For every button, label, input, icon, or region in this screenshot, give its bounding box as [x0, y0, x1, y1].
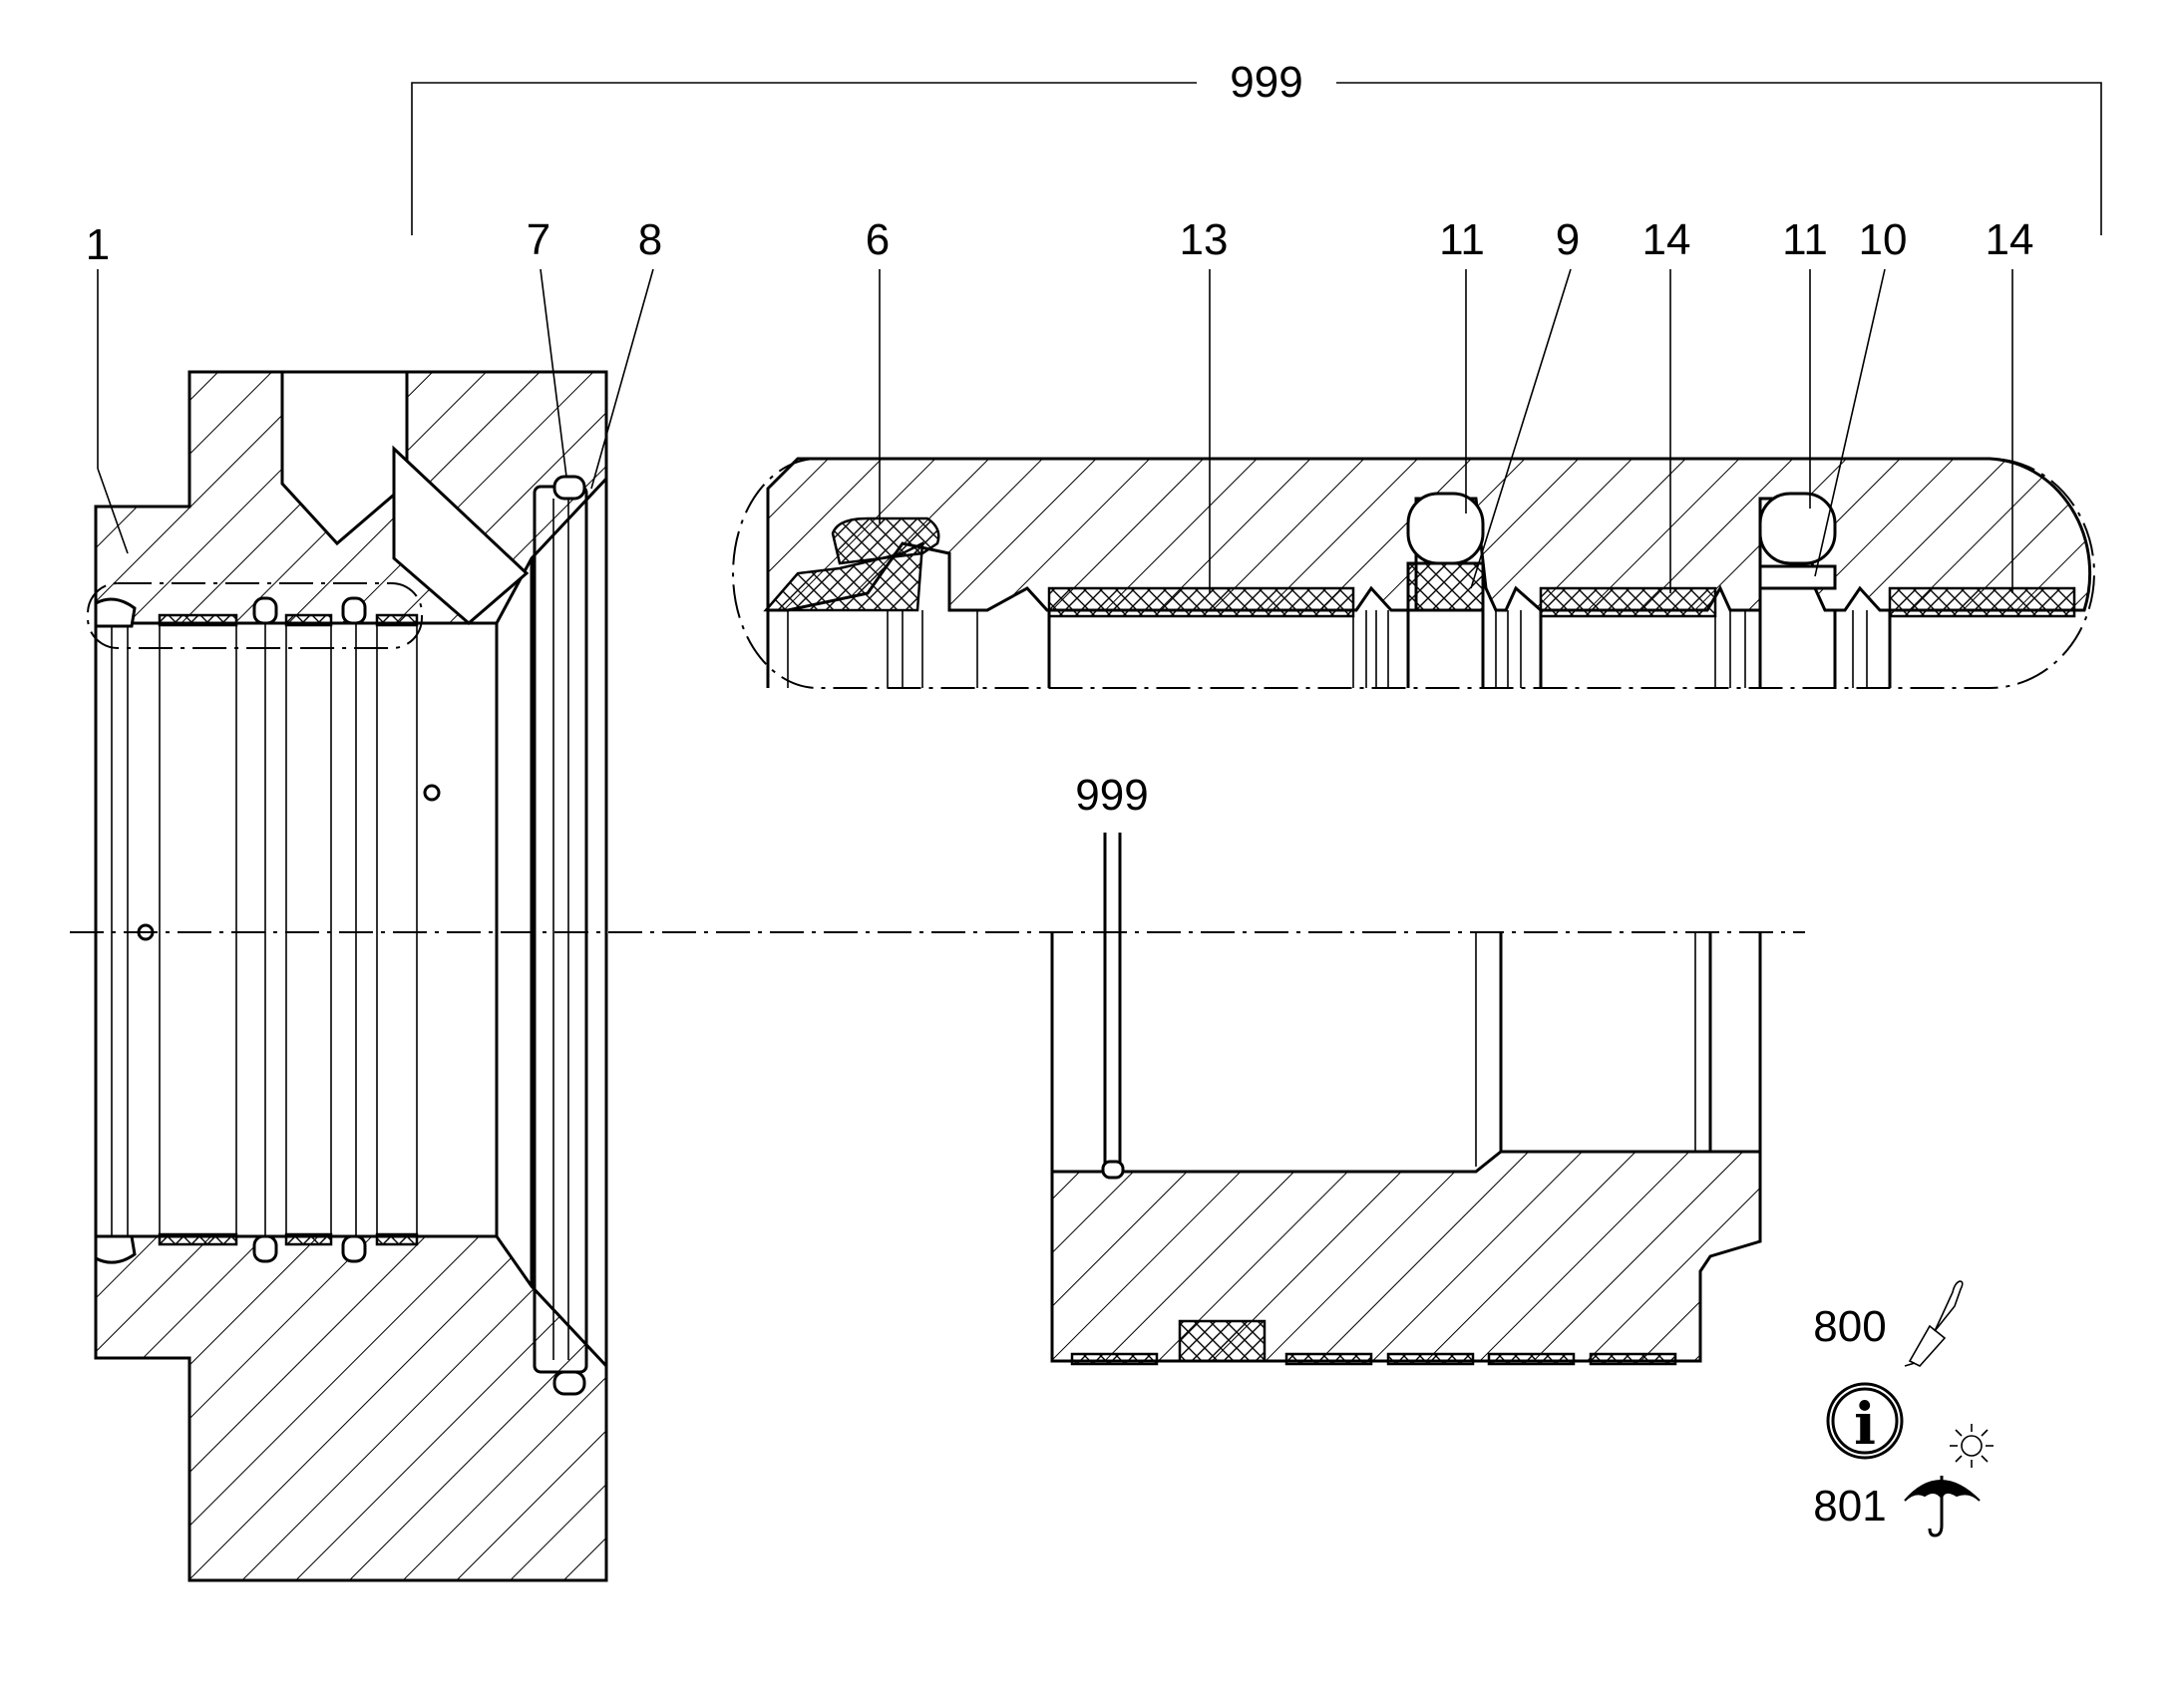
label-13: 13 [1180, 215, 1229, 264]
sun-icon [1950, 1424, 1994, 1468]
info-circle-icon: i [1826, 1382, 1904, 1460]
sleeve-section [1050, 833, 1762, 1366]
label-11-a: 11 [1439, 215, 1485, 264]
label-801: 801 [1813, 1482, 1886, 1531]
label-1: 1 [86, 220, 110, 269]
symbols-legend: 800 i 801 [1813, 1280, 1994, 1537]
label-8: 8 [638, 215, 662, 264]
label-10: 10 [1859, 215, 1908, 264]
seal-detail-enlarged [732, 457, 2095, 689]
label-800: 800 [1813, 1302, 1886, 1351]
leader-lines [97, 268, 2013, 593]
housing-section [87, 370, 608, 1582]
paint-brush-icon [1904, 1280, 1964, 1367]
part-labels: 999 1 7 8 6 13 11 9 14 11 10 14 999 [86, 58, 2034, 820]
label-9: 9 [1556, 215, 1580, 264]
label-999-top: 999 [1230, 58, 1302, 107]
info-glyph: i [1854, 1390, 1876, 1458]
label-6: 6 [866, 215, 890, 264]
label-11-b: 11 [1782, 215, 1828, 264]
label-14-a: 14 [1642, 215, 1691, 264]
label-7: 7 [527, 215, 550, 264]
label-999-mid: 999 [1075, 771, 1148, 820]
umbrella-icon [1904, 1476, 1981, 1537]
assembly-bracket [411, 82, 2102, 235]
label-14-b: 14 [1986, 215, 2034, 264]
